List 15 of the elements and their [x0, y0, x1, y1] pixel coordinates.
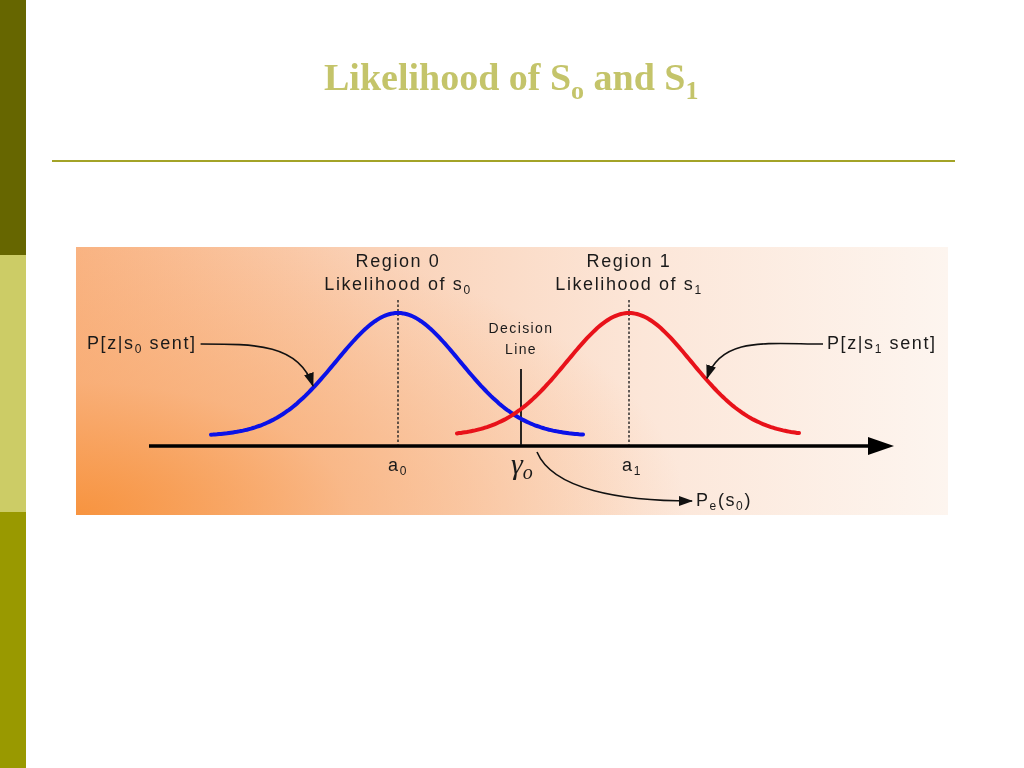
- axis-label: γ$_{o}$: [511, 447, 533, 481]
- region-label: Region 1 Likelihood of s$_{1}$: [554, 250, 704, 296]
- pointer-arrow: [536, 451, 693, 506]
- axis-label: a$_{1}$: [622, 454, 642, 477]
- region-label: Region 0 Likelihood of s$_{0}$: [323, 250, 473, 296]
- curve-label: P[z|s$_{0}$ sent]: [87, 331, 197, 355]
- axis-label: a$_{0}$: [388, 454, 408, 477]
- bell-curve: [455, 311, 801, 436]
- curve-label: P[z|s$_{1}$ sent]: [827, 331, 937, 355]
- error-probability-label: P$_{e}$(s$_{0}$): [696, 488, 752, 512]
- bell-curve: [209, 311, 585, 437]
- pointer-arrow: [706, 342, 824, 380]
- decision-line-label: Decision Line: [487, 319, 555, 359]
- slide-title: Likelihood of S$_{o}$ and S$_{1}$: [324, 55, 699, 100]
- pointer-arrow: [199, 343, 314, 387]
